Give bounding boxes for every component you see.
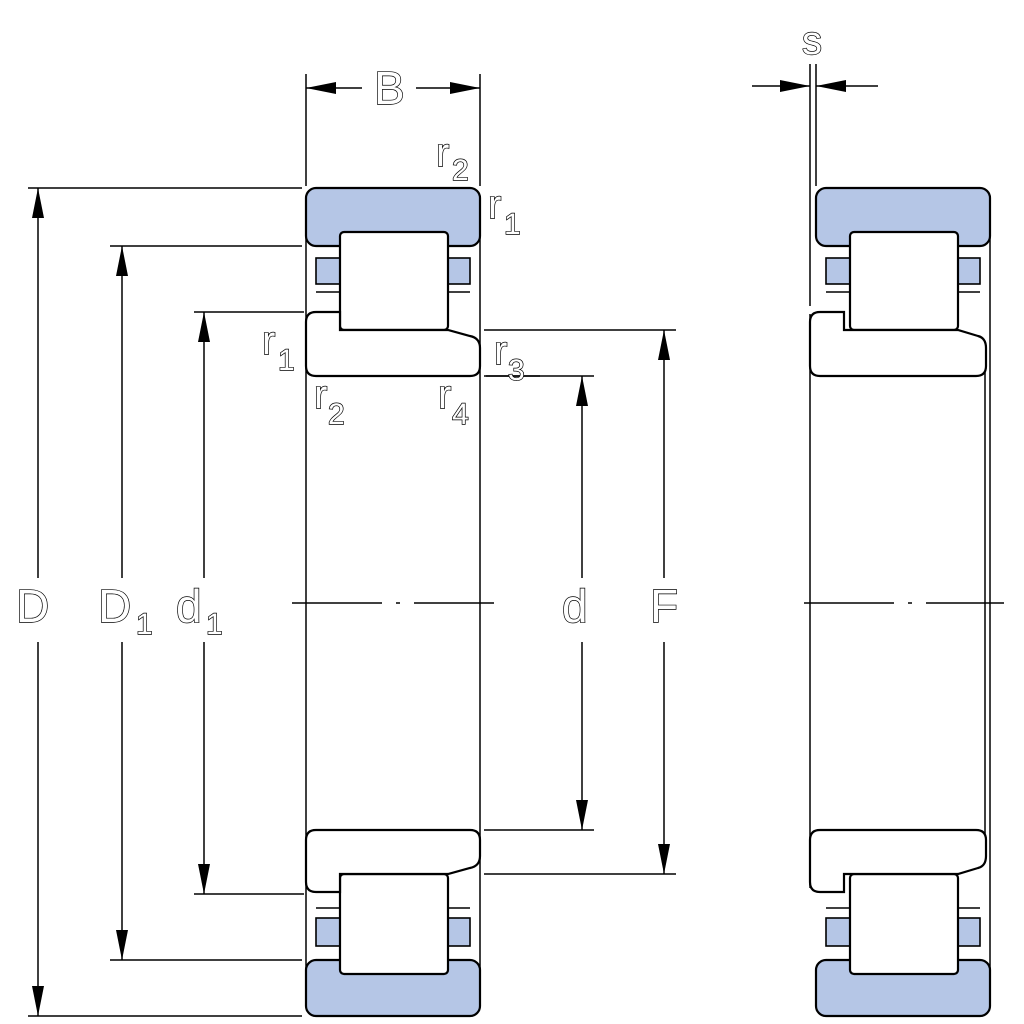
roller-top-right <box>848 230 960 332</box>
label-r2-bottom-sub: 2 <box>328 398 345 431</box>
cage-top-left-right <box>825 257 851 285</box>
label-d1-inner: d <box>176 580 202 632</box>
label-f: F <box>650 580 678 632</box>
roller-bottom <box>338 872 450 976</box>
label-r1-top: r <box>488 183 501 227</box>
label-r4-sub: 4 <box>452 398 469 431</box>
label-s: s <box>802 19 822 63</box>
label-r3: r <box>494 329 507 373</box>
label-r1-left-sub: 1 <box>278 344 295 377</box>
bearing-section-right <box>804 186 1004 1018</box>
label-r3-sub: 3 <box>508 354 525 387</box>
label-r4: r <box>438 373 451 417</box>
d-outer-arrow-top <box>32 188 44 218</box>
d-outer-arrow-bottom <box>32 986 44 1016</box>
d1-outer-arrow-top <box>116 246 128 276</box>
cage-bottom-right <box>447 917 471 947</box>
inner-ring-bottom-right <box>808 828 988 894</box>
d1-inner-arrow-bottom <box>198 864 210 894</box>
labels: B s D D 1 d 1 d F r 2 r 1 r 1 r 2 r 3 r … <box>15 18 822 641</box>
s-arrow-left <box>780 80 810 92</box>
cage-bottom-right-right <box>957 917 981 947</box>
inner-ring-top <box>304 310 482 378</box>
label-b: B <box>374 62 405 114</box>
roller-top <box>338 230 450 332</box>
d-inner-arrow-bottom <box>576 800 588 830</box>
cage-bottom-left <box>315 917 341 947</box>
cage-top-right-right <box>957 257 981 285</box>
b-arrow-left <box>306 82 336 94</box>
label-d1-inner-sub: 1 <box>206 608 223 641</box>
label-r1-top-sub: 1 <box>504 208 521 241</box>
bearing-section-left <box>292 186 494 1018</box>
inner-ring-top-right <box>808 310 988 378</box>
label-r2-top-sub: 2 <box>452 154 469 187</box>
label-d1-outer-sub: 1 <box>136 608 153 641</box>
roller-bottom-right <box>848 872 960 976</box>
label-d-outer: D <box>16 580 49 632</box>
label-r2-top: r <box>436 131 449 175</box>
f-arrow-top <box>658 330 670 360</box>
d1-outer-arrow-bottom <box>116 930 128 960</box>
cage-top-left <box>315 257 341 285</box>
label-r1-left: r <box>262 319 275 363</box>
d1-inner-arrow-top <box>198 312 210 342</box>
label-d-inner: d <box>562 580 588 632</box>
d-inner-arrow-top <box>576 376 588 406</box>
s-arrow-right <box>816 80 846 92</box>
dimensions <box>28 64 878 1017</box>
inner-ring-bottom <box>304 828 482 894</box>
label-r2-bottom: r <box>314 373 327 417</box>
cage-bottom-left-right <box>825 917 851 947</box>
label-d1-outer: D <box>98 580 131 632</box>
b-arrow-right <box>450 82 480 94</box>
cage-top-right <box>447 257 471 285</box>
f-arrow-bottom <box>658 844 670 874</box>
